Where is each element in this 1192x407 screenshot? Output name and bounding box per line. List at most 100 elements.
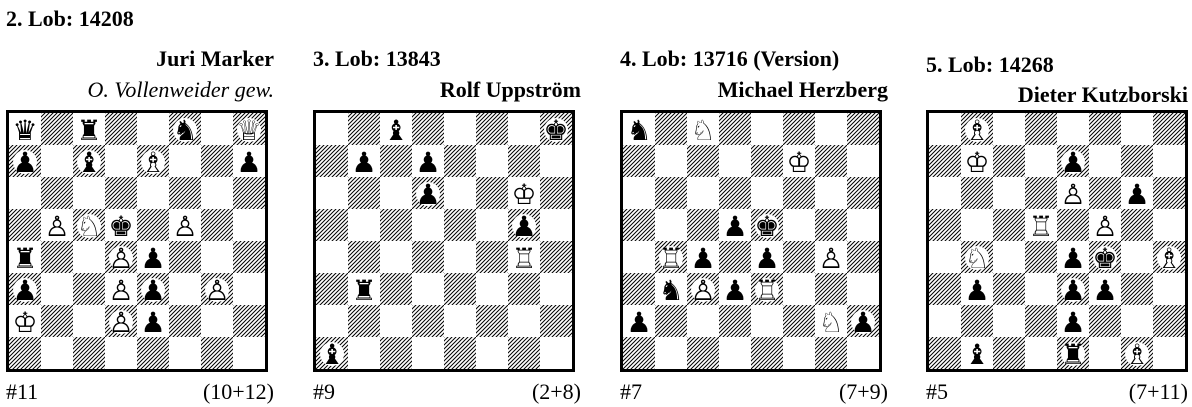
light-square xyxy=(1121,113,1153,145)
dark-square xyxy=(815,273,847,305)
dark-square xyxy=(719,177,751,209)
light-square xyxy=(73,241,105,273)
dark-square xyxy=(751,337,783,369)
dark-square xyxy=(201,337,233,369)
light-square xyxy=(508,113,540,145)
light-square xyxy=(687,177,719,209)
dark-square xyxy=(169,305,201,337)
black-knight-icon: ♞ xyxy=(658,274,683,307)
dark-square xyxy=(847,177,879,209)
dark-square xyxy=(169,241,201,273)
dark-square xyxy=(1025,177,1057,209)
piece-count: (10+12) xyxy=(203,379,274,405)
problem-2: 2. Lob: 14208 Juri Marker O. Vollenweide… xyxy=(6,0,274,407)
dark-square xyxy=(929,337,961,369)
black-pawn-icon: ♟ xyxy=(1060,306,1085,339)
dark-square xyxy=(41,241,73,273)
white-pawn-icon: ♙ xyxy=(204,274,229,307)
dark-square xyxy=(655,177,687,209)
dark-square xyxy=(1153,305,1185,337)
black-pawn-icon: ♟ xyxy=(1060,242,1085,275)
white-bishop-icon: ♗ xyxy=(1156,242,1181,275)
light-square xyxy=(1153,209,1185,241)
dark-square xyxy=(137,209,169,241)
dark-square xyxy=(783,177,815,209)
light-square xyxy=(993,305,1025,337)
dark-square xyxy=(1121,273,1153,305)
chess-board: ♝♚♟♟♟♔♟♖♜♝ xyxy=(313,110,575,372)
light-square xyxy=(719,145,751,177)
dark-square xyxy=(929,209,961,241)
white-king-icon: ♔ xyxy=(964,146,989,179)
white-pawn-icon: ♙ xyxy=(1060,178,1085,211)
light-square xyxy=(687,305,719,337)
black-pawn-icon: ♟ xyxy=(140,242,165,275)
light-square xyxy=(847,273,879,305)
black-king-icon: ♚ xyxy=(754,210,779,243)
dark-square xyxy=(993,273,1025,305)
light-square xyxy=(412,273,444,305)
stipulation: #11 xyxy=(6,379,38,405)
dark-square xyxy=(9,337,41,369)
light-square xyxy=(1057,113,1089,145)
dark-square xyxy=(380,273,412,305)
dark-square xyxy=(623,145,655,177)
light-square xyxy=(169,337,201,369)
dark-square xyxy=(380,209,412,241)
light-square xyxy=(929,305,961,337)
problem-note: O. Vollenweider gew. xyxy=(87,77,274,103)
dark-square xyxy=(540,305,572,337)
dark-square xyxy=(1121,209,1153,241)
dark-square xyxy=(508,145,540,177)
dark-square xyxy=(105,177,137,209)
light-square xyxy=(540,337,572,369)
dark-square xyxy=(815,145,847,177)
dark-square xyxy=(815,209,847,241)
light-square xyxy=(444,241,476,273)
light-square xyxy=(1121,241,1153,273)
light-square xyxy=(316,113,348,145)
dark-square xyxy=(380,337,412,369)
light-square xyxy=(73,305,105,337)
dark-square xyxy=(316,209,348,241)
dark-square xyxy=(348,305,380,337)
black-pawn-icon: ♟ xyxy=(236,146,261,179)
light-square xyxy=(847,337,879,369)
dark-square xyxy=(655,305,687,337)
black-pawn-icon: ♟ xyxy=(415,146,440,179)
light-square xyxy=(719,337,751,369)
light-square xyxy=(655,145,687,177)
light-square xyxy=(751,177,783,209)
light-square xyxy=(444,113,476,145)
light-square xyxy=(1025,337,1057,369)
dark-square xyxy=(1089,113,1121,145)
light-square xyxy=(783,337,815,369)
light-square xyxy=(1153,145,1185,177)
dark-square xyxy=(105,113,137,145)
white-pawn-icon: ♙ xyxy=(690,274,715,307)
dark-square xyxy=(380,145,412,177)
white-knight-icon: ♘ xyxy=(690,114,715,147)
light-square xyxy=(137,177,169,209)
chess-board: ♛♜♞♕♟♝♗♟♙♘♚♙♜♙♟♟♙♟♙♔♙♟ xyxy=(6,110,268,372)
white-pawn-icon: ♙ xyxy=(1092,210,1117,243)
light-square xyxy=(9,177,41,209)
black-pawn-icon: ♟ xyxy=(690,242,715,275)
black-pawn-icon: ♟ xyxy=(850,306,875,339)
black-bishop-icon: ♝ xyxy=(383,114,408,147)
light-square xyxy=(993,113,1025,145)
light-square xyxy=(137,113,169,145)
light-square xyxy=(751,305,783,337)
black-pawn-icon: ♟ xyxy=(1060,274,1085,307)
light-square xyxy=(1025,273,1057,305)
problem-heading: 3. Lob: 13843 xyxy=(313,46,441,72)
dark-square xyxy=(993,209,1025,241)
dark-square xyxy=(783,241,815,273)
dark-square xyxy=(476,177,508,209)
dark-square xyxy=(719,305,751,337)
white-bishop-icon: ♗ xyxy=(1124,338,1149,369)
light-square xyxy=(993,177,1025,209)
dark-square xyxy=(1025,305,1057,337)
light-square xyxy=(201,241,233,273)
dark-square xyxy=(444,209,476,241)
